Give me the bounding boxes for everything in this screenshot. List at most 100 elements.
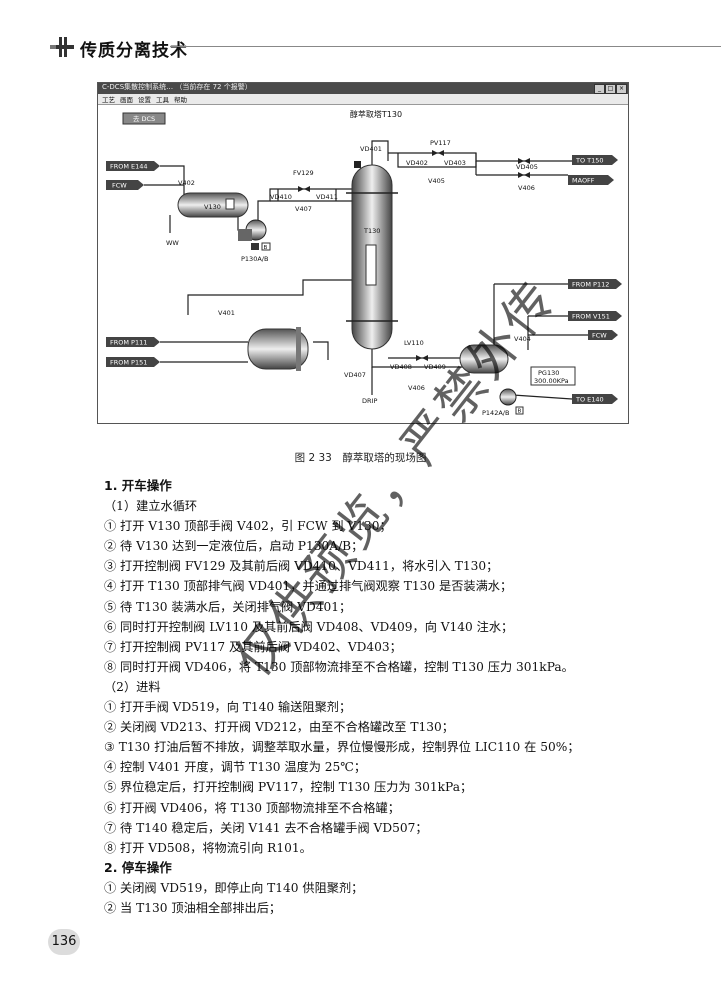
v406-valve-icon[interactable] [518,172,524,178]
procedure-line: ⑥ 同时打开控制阀 LV110 及其前后阀 VD408、VD409，向 V140… [104,619,514,634]
p130-label: P130A/B [241,255,268,263]
v406-valve-icon[interactable] [524,172,530,178]
tag-label: TO E140 [575,396,604,404]
procedure-line: ① 打开手阀 VD519，向 T140 输送阻聚剂； [104,700,352,715]
section-heading: 1. 开车操作 [104,478,172,493]
page-header: 传质分离技术 [0,0,721,61]
t130-vent[interactable] [354,161,361,168]
fv129-valve-icon[interactable] [304,186,310,192]
minimize-icon[interactable]: _ [594,84,605,94]
exchanger-flange [296,327,301,371]
vd405-valve-icon[interactable] [524,158,530,164]
tag-fcw-right [588,330,618,340]
procedure-line: ⑦ 待 T140 稳定后，关闭 V141 去不合格罐手阀 VD507； [104,820,428,835]
v130-level-gauge [225,198,235,210]
dcs-screenshot: C-DCS集散控制系统… （当前存在 72 个报警） _ □ × 工艺 画面 设… [97,82,629,424]
procedure-line: ⑧ 同时打开阀 VD406，将 T130 顶部物流排至不合格罐，控制 T130 … [104,659,574,674]
book-logo-icon [50,37,74,57]
tag-label: FCW [592,332,607,340]
tag-label: FROM P112 [572,281,609,289]
procedure-line: ④ 打开 T130 顶部排气阀 VD401，并通过排气阀观察 T130 是否装满… [104,579,513,594]
tag-to-t150 [572,155,618,165]
tag-from-p151 [106,357,160,367]
v130-label: V130 [204,203,221,211]
v405-label: V405 [428,177,445,185]
pump-motor [238,229,252,241]
procedure-line: ⑥ 打开阀 VD406，将 T130 顶部物流排至不合格罐； [104,800,400,815]
vd409-label: VD409 [424,363,446,371]
t130-level-gauge [365,244,377,286]
maximize-icon[interactable]: □ [605,84,616,94]
close-icon[interactable]: × [616,84,627,94]
tag-label: FROM E144 [110,163,148,171]
tag-label: FROM P151 [110,359,147,367]
procedure-line: ② 关闭阀 VD213、打开阀 VD212，由至不合格罐改至 T130； [104,720,454,735]
procedure-line: ④ 控制 V401 开度，调节 T130 温度为 25℃； [104,760,367,775]
tag-from-p111 [106,337,160,347]
fv129-label: FV129 [293,169,314,177]
v404-label: V404 [514,335,531,343]
tag-from-v151 [568,311,622,321]
vd402-label: VD402 [406,159,428,167]
procedure-line: ③ 打开控制阀 FV129 及其前后阀 VD410、VD411，将水引入 T13… [104,559,499,574]
menu-bar: 工艺 画面 设置 工具 帮助 [98,94,628,105]
procedure-line: ③ T130 打油后暂不排放，调整萃取水量，界位慢慢形成，控制界位 LIC110… [104,740,580,755]
pg130-name: PG130 [538,369,559,377]
menu-item[interactable]: 工艺 [102,96,115,104]
procedure-line: ② 待 V130 达到一定液位后，启动 P130A/B； [104,539,364,554]
v407-label: V407 [295,205,312,213]
procedure-line: （1）建立水循环 [104,499,198,514]
tag-from-p112 [568,279,622,289]
tag-label: TO T150 [575,157,604,165]
vd410-label: VD410 [270,193,292,201]
button-b-label: B [518,409,522,415]
tag-label: FCW [112,182,127,190]
figure-caption: 图 2 33 醇萃取塔的现场图 [294,452,427,464]
dcs-button[interactable] [122,112,166,125]
v406-bottom-label: V406 [408,384,425,392]
section-heading: 2. 停车操作 [104,859,172,875]
v406-label: V406 [518,184,535,192]
lv110-label: LV110 [404,339,424,347]
menu-item[interactable]: 工具 [156,96,169,104]
vd403-label: VD403 [444,159,466,167]
page-number: 136 [48,929,80,955]
vd407-label: VD407 [344,371,366,379]
pipes [144,140,588,400]
tag-from-e144 [106,161,160,171]
procedure-line: ① 关闭阀 VD519，即停止向 T140 供阻聚剂； [104,880,364,895]
ww-label: WW [166,239,179,247]
v401-label: V401 [218,309,235,317]
book-title: 传质分离技术 [80,41,188,61]
vd405-label: VD405 [516,163,538,171]
procedure-line: ⑦ 打开控制阀 PV117 及其前后阀 VD402、VD403； [104,639,402,654]
lv110-valve-icon[interactable] [416,355,422,361]
pv117-label: PV117 [430,139,451,147]
pump-button[interactable] [251,243,259,250]
vd408-label: VD408 [390,363,412,371]
pv117-valve-icon[interactable] [432,150,438,156]
window-titlebar: C-DCS集散控制系统… （当前存在 72 个报警） _ □ × [98,83,628,94]
header-rule [170,46,721,47]
fv129-valve-icon[interactable] [298,186,304,192]
pg130-value: 300.00KPa [534,377,569,385]
dcs-button-label: 去 DCS [133,114,155,123]
pump-button-b[interactable] [261,242,271,251]
lv110-valve-icon[interactable] [422,355,428,361]
v140-drum [459,344,509,374]
tag-maoff [568,175,614,185]
menu-item[interactable]: 设置 [138,96,151,104]
heat-exchanger [247,328,309,370]
v402-label: V402 [178,179,195,187]
pump-button-b2[interactable] [515,406,524,415]
menu-item[interactable]: 帮助 [174,96,187,104]
p142-pump[interactable] [499,388,517,406]
procedure-line: ⑤ 界位稳定后，打开控制阀 PV117，控制 T130 压力为 301kPa； [104,780,473,795]
menu-item[interactable]: 画面 [120,96,133,104]
tower-title: 醇萃取塔T130 [350,109,402,119]
vd401-label: VD401 [360,145,382,153]
vd405-valve-icon[interactable] [518,158,524,164]
pv117-valve-icon[interactable] [438,150,444,156]
procedure-line: ⑤ 待 T130 装满水后，关闭排气阀 VD401； [104,599,352,614]
